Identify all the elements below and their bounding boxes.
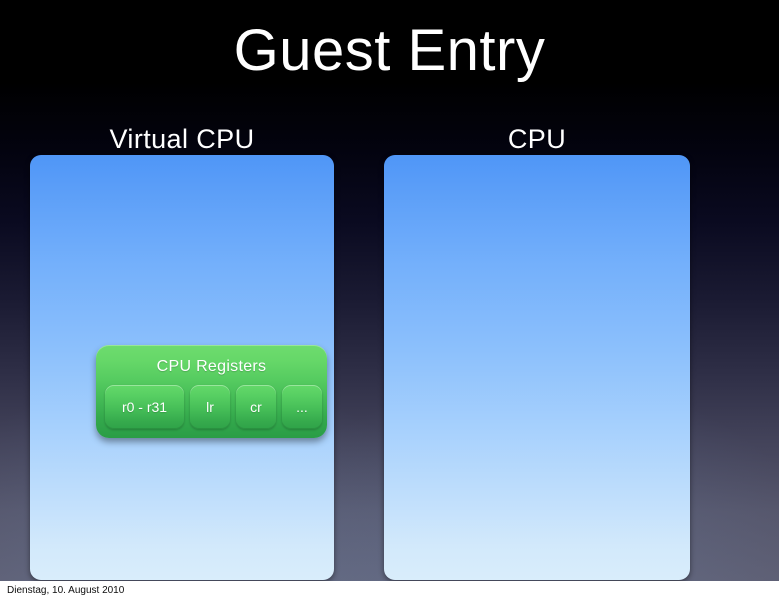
slide-canvas: Guest Entry Virtual CPU CPU CPU Register… [0,0,779,581]
cpu-registers-title: CPU Registers [156,358,267,375]
register-pill-cr: cr [236,385,276,429]
cpu-registers-pill-row: r0 - r31 lr cr ... [105,385,322,429]
register-pill-r0-r31: r0 - r31 [105,385,184,429]
register-pill-lr: lr [190,385,230,429]
cpu-registers-group: CPU Registers r0 - r31 lr cr ... [96,345,327,438]
column-heading-virtual-cpu: Virtual CPU [109,124,255,154]
register-pill-more: ... [282,385,322,429]
virtual-cpu-panel: CPU Registers r0 - r31 lr cr ... [30,155,334,580]
footer-date: Dienstag, 10. August 2010 [7,585,125,596]
slide-title: Guest Entry [233,18,546,83]
footer-bar: Dienstag, 10. August 2010 [0,581,779,600]
column-heading-cpu: CPU [507,124,567,154]
cpu-panel [384,155,690,580]
